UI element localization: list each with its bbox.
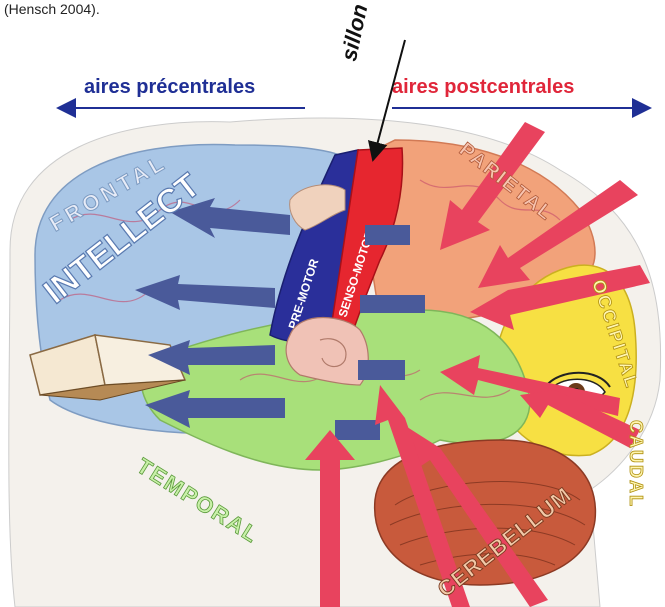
caudal-label: CAUDAL <box>626 420 646 508</box>
